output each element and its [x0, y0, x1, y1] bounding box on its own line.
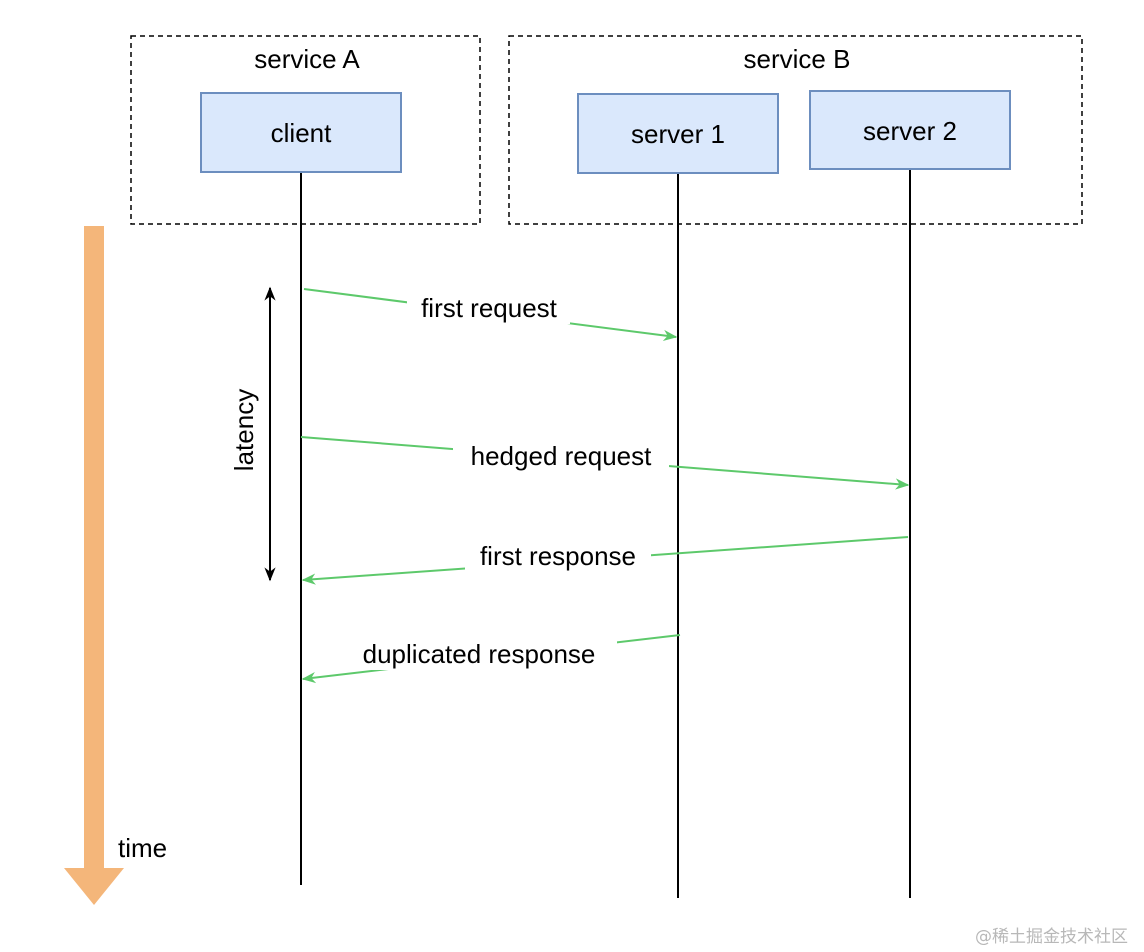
message-first-request: first request [303, 288, 678, 341]
latency-label: latency [229, 389, 259, 471]
message-first-response: first response [301, 536, 909, 585]
node-label-client: client [271, 118, 332, 148]
message-label-duplicated-response: duplicated response [363, 639, 596, 669]
group-service-a: service A [130, 35, 481, 225]
message-label-hedged-request: hedged request [471, 441, 652, 471]
watermark-text: @稀土掘金技术社区 [975, 927, 1128, 947]
message-duplicated-response: duplicated response [301, 634, 681, 684]
node-server-1: server 1 [577, 93, 779, 174]
node-client: client [200, 92, 402, 173]
node-label-server-1: server 1 [631, 119, 725, 149]
message-label-first-response: first response [480, 541, 636, 571]
node-label-server-2: server 2 [863, 116, 957, 146]
time-arrow [64, 226, 124, 905]
group-label-service-a: service A [254, 44, 360, 74]
group-label-service-b: service B [744, 44, 851, 74]
node-server-2: server 2 [809, 90, 1011, 170]
time-label: time [118, 833, 167, 863]
group-service-b: service B [508, 35, 1083, 225]
message-label-first-request: first request [421, 293, 558, 323]
message-hedged-request: hedged request [300, 436, 910, 490]
